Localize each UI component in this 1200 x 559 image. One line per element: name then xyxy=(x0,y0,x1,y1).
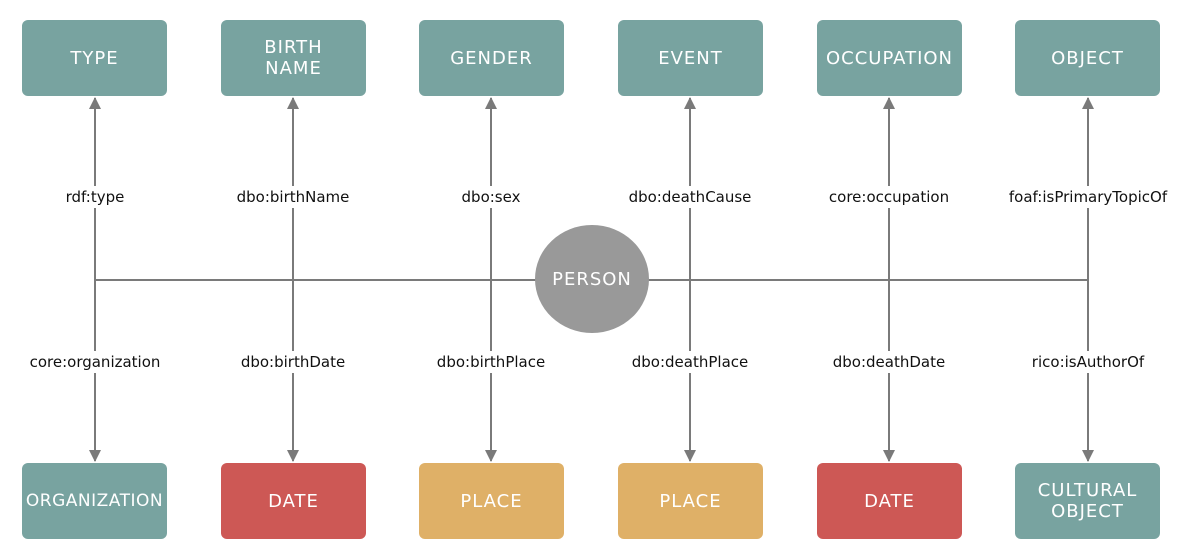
node-birth-name: BIRTH NAME xyxy=(221,20,366,96)
edge-label-sex: dbo:sex xyxy=(458,186,524,208)
node-gender: GENDER xyxy=(419,20,564,96)
node-death-date: DATE xyxy=(817,463,962,539)
edge-label-organization: core:organization xyxy=(26,351,164,373)
edge-label-birth-name: dbo:birthName xyxy=(233,186,353,208)
node-death-place: PLACE xyxy=(618,463,763,539)
edge-label-occupation: core:occupation xyxy=(825,186,953,208)
node-type: TYPE xyxy=(22,20,167,96)
node-person: PERSON xyxy=(535,225,649,333)
edge-label-author-of: rico:isAuthorOf xyxy=(1028,351,1148,373)
node-object: OBJECT xyxy=(1015,20,1160,96)
node-occupation: OCCUPATION xyxy=(817,20,962,96)
edge-label-primary-topic: foaf:isPrimaryTopicOf xyxy=(1005,186,1171,208)
node-organization: ORGANIZATION xyxy=(22,463,167,539)
edge-label-birth-place: dbo:birthPlace xyxy=(433,351,549,373)
edge-label-death-place: dbo:deathPlace xyxy=(628,351,752,373)
edge-label-death-cause: dbo:deathCause xyxy=(625,186,755,208)
node-birth-place: PLACE xyxy=(419,463,564,539)
edge-label-death-date: dbo:deathDate xyxy=(829,351,949,373)
edge-label-birth-date: dbo:birthDate xyxy=(237,351,349,373)
node-cultural-object: CULTURAL OBJECT xyxy=(1015,463,1160,539)
edge-label-rdf-type: rdf:type xyxy=(62,186,128,208)
node-birth-date: DATE xyxy=(221,463,366,539)
node-event: EVENT xyxy=(618,20,763,96)
